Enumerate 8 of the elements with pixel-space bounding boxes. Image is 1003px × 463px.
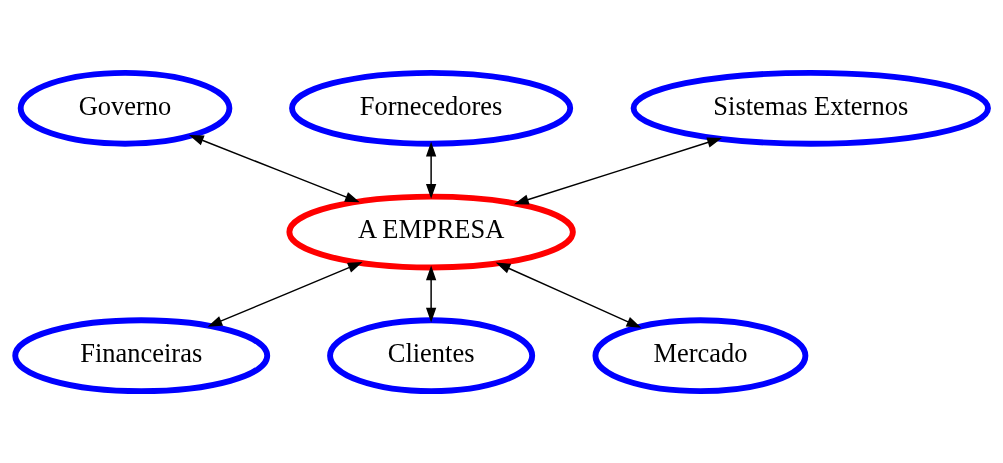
arrow bbox=[189, 134, 360, 202]
arrow bbox=[495, 261, 642, 328]
arrow bbox=[514, 137, 722, 205]
arrow bbox=[425, 265, 437, 323]
node-ellipse: Fornecedores bbox=[289, 69, 574, 147]
arrow bbox=[207, 261, 363, 327]
node-ellipse: Clientes bbox=[327, 316, 536, 394]
arrow bbox=[425, 141, 437, 199]
